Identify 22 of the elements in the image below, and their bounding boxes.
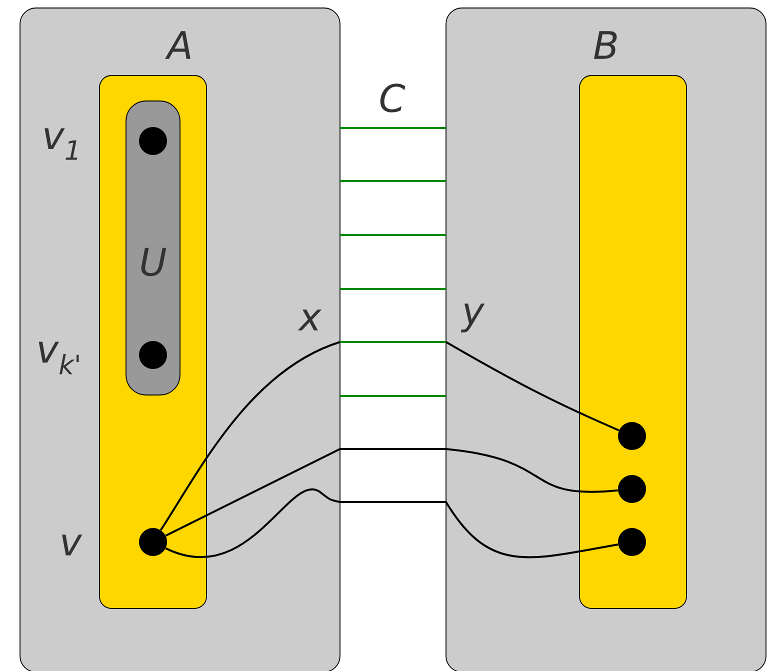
vertex-dot — [618, 475, 646, 503]
connector-line — [340, 234, 446, 236]
connector-line — [340, 288, 446, 290]
connector-line — [340, 180, 446, 182]
vertex-dot — [618, 422, 646, 450]
connector-line — [340, 127, 446, 129]
vertex-dot — [139, 127, 167, 155]
set-label: y — [460, 304, 485, 332]
vertex-label: v — [62, 534, 82, 556]
band-region — [579, 75, 687, 609]
connector-curve — [165, 488, 618, 558]
vertex-label: v$_{k'}$ — [38, 342, 79, 374]
vertex-dot — [139, 528, 167, 556]
vertex-dot — [139, 341, 167, 369]
connector-curve — [165, 448, 618, 537]
connector-line — [340, 395, 446, 397]
vertex-dot — [618, 528, 646, 556]
set-label: C — [380, 84, 406, 112]
vertex-label: v$_{1}$ — [44, 128, 78, 160]
subset-region: U — [126, 100, 180, 396]
set-label: x — [298, 310, 322, 330]
connector-line — [340, 341, 446, 343]
